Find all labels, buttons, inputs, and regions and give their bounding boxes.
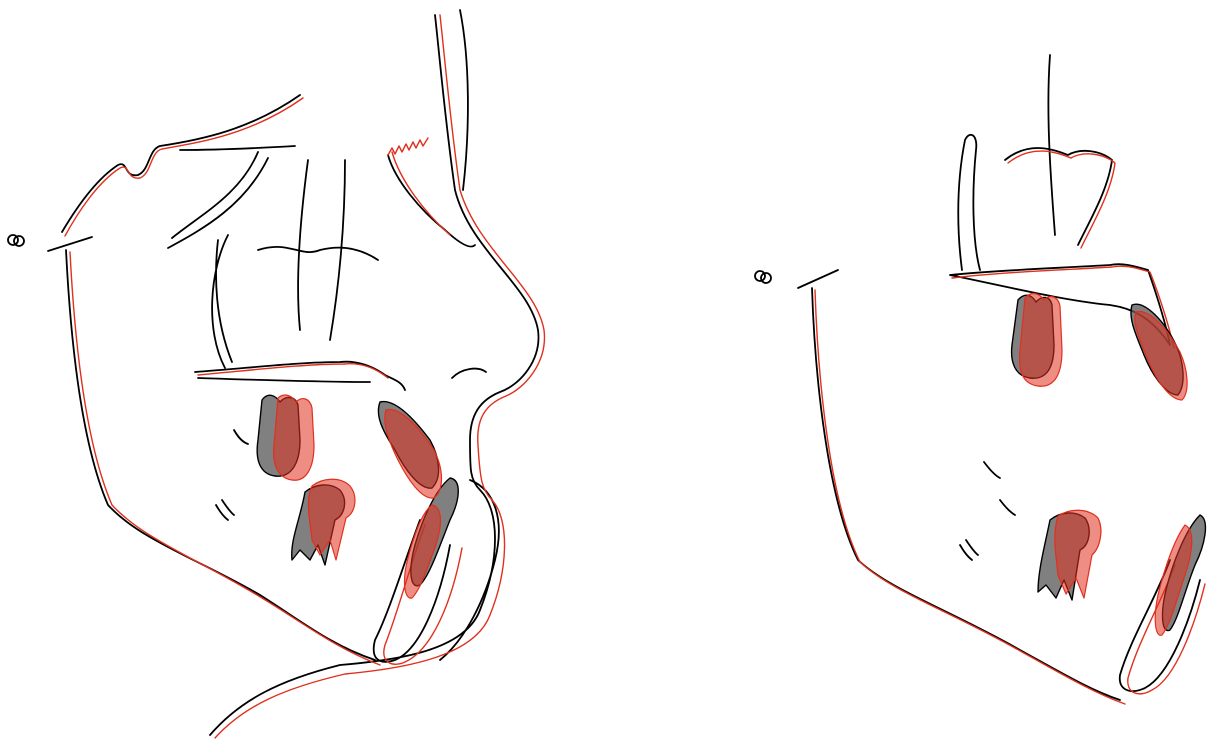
nostril-outline (452, 369, 486, 378)
nasal-bone-outline-after (392, 152, 450, 235)
upper-molar-after (1020, 294, 1062, 387)
regional-tracing (700, 0, 1209, 740)
upper-incisor-after (385, 410, 442, 499)
occlusal-ticks (960, 462, 1015, 560)
orbit-outline (168, 146, 295, 248)
porion-tick (798, 270, 838, 288)
palatal-plane-after (198, 364, 388, 378)
nasion-serration (388, 138, 428, 155)
porion-tick (48, 237, 92, 251)
ramus-mandible-outline (812, 288, 1120, 700)
ear-rod-ring (761, 273, 771, 283)
maxillary-sinus-outline (258, 160, 378, 340)
ear-rod-ring (14, 236, 24, 246)
sinus-outline-after (1008, 151, 1115, 248)
full-face-superimposition-panel (0, 0, 560, 740)
pterygoid-outline (212, 235, 232, 368)
regional-superimposition-panel (700, 0, 1209, 740)
upper-molar-after (274, 395, 314, 480)
nasal-bone-outline (388, 155, 475, 247)
upper-incisor-after (1135, 312, 1187, 400)
forehead-inner (460, 10, 468, 190)
full-face-tracing (0, 0, 560, 740)
ramus-mandible-outline (66, 250, 375, 660)
cranial-base-outline-after (65, 98, 303, 236)
before-tracing-black (8, 10, 538, 735)
occlusal-ticks (216, 430, 248, 520)
ramus-mandible-outline-after (815, 290, 1125, 704)
pterygoid-outline (958, 135, 980, 270)
lower-molar-after (1055, 510, 1101, 598)
after-tracing-red (65, 15, 544, 738)
ear-rod-ring (755, 271, 765, 281)
before-tracing-black (755, 55, 1200, 700)
after-tracing-red (815, 151, 1205, 704)
